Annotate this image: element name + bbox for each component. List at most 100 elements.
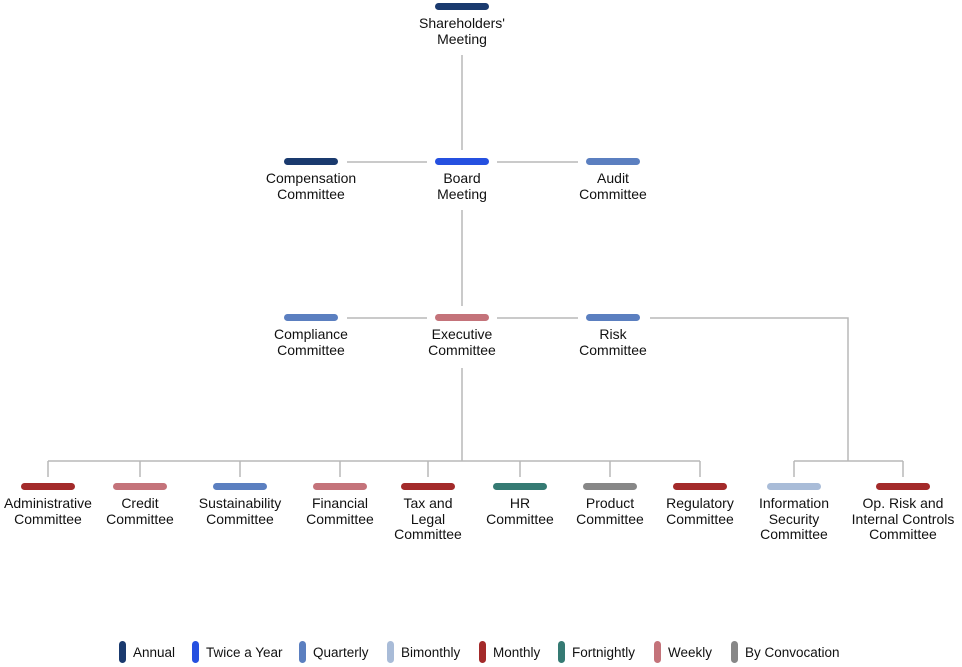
legend-label: By Convocation xyxy=(745,644,840,660)
node-label-line: Tax and xyxy=(403,495,453,511)
legend-item-fortnightly: Fortnightly xyxy=(558,641,635,663)
frequency-pill xyxy=(284,158,338,165)
legend-item-quarterly: Quarterly xyxy=(299,641,369,663)
node-label-line: Internal Controls xyxy=(851,510,955,527)
node-label-line: Committee xyxy=(277,185,345,202)
legend: Annual Twice a Year Quarterly Bimonthly Mont… xyxy=(0,641,962,665)
node-label-line: Committee xyxy=(206,510,274,527)
legend-item-bimonthly: Bimonthly xyxy=(387,641,460,663)
legend-label: Weekly xyxy=(668,644,713,660)
legend-label: Twice a Year xyxy=(206,644,283,660)
legend-swatch xyxy=(387,641,394,663)
node-label-line: Committee xyxy=(579,185,647,202)
node-label-line: Audit xyxy=(597,170,629,186)
frequency-pill xyxy=(876,483,930,490)
frequency-pill xyxy=(113,483,167,490)
frequency-pill xyxy=(313,483,367,490)
node-label-line: Product xyxy=(585,495,635,511)
node-label-line: Shareholders' xyxy=(419,15,505,31)
frequency-pill xyxy=(586,314,640,321)
node-label-line: Committee xyxy=(428,341,496,358)
node-label-line: Meeting xyxy=(437,185,487,202)
legend-label: Monthly xyxy=(493,644,541,660)
node-label-line: Risk xyxy=(599,326,627,342)
frequency-pill xyxy=(493,483,547,490)
frequency-pill xyxy=(401,483,455,490)
legend-item-monthly: Monthly xyxy=(479,641,540,663)
node-label-line: Committee xyxy=(14,510,82,527)
legend-swatch xyxy=(119,641,126,663)
node-label-line: Security xyxy=(768,510,820,527)
node-label-line: Committee xyxy=(760,526,828,542)
node-label-line: Compliance xyxy=(274,326,348,342)
node-label-line: Committee xyxy=(277,341,345,358)
node-label-line: Board xyxy=(443,170,481,186)
connector-risk-bus xyxy=(650,317,849,461)
legend-swatch xyxy=(558,641,565,663)
node-label-line: Op. Risk and xyxy=(862,495,944,511)
node-label-line: Compensation xyxy=(265,170,357,186)
node-label-line: Meeting xyxy=(437,30,487,47)
legend-swatch xyxy=(654,641,661,663)
frequency-pill xyxy=(435,314,489,321)
legend-item-convocation: By Convocation xyxy=(731,641,840,663)
frequency-pill xyxy=(213,483,267,490)
node-label-line: Regulatory xyxy=(666,495,734,511)
legend-item-weekly: Weekly xyxy=(654,641,712,663)
node-label-line: Committee xyxy=(576,510,644,527)
frequency-pill xyxy=(284,314,338,321)
node-label-line: Executive xyxy=(431,326,493,342)
node-label-line: Sustainability xyxy=(198,495,282,511)
legend-label: Annual xyxy=(133,644,176,660)
node-label-line: Credit xyxy=(121,495,159,511)
node-label-line: Legal xyxy=(410,510,446,527)
node-label: Shareholders'Meeting xyxy=(402,15,522,47)
legend-label: Fortnightly xyxy=(572,644,636,660)
legend-item-twice: Twice a Year xyxy=(192,641,283,663)
frequency-pill xyxy=(435,3,489,10)
legend-item-annual: Annual xyxy=(119,641,175,663)
frequency-pill xyxy=(435,158,489,165)
frequency-pill xyxy=(586,158,640,165)
legend-label: Quarterly xyxy=(313,644,369,660)
node-label-line: Committee xyxy=(394,526,462,542)
frequency-pill xyxy=(583,483,637,490)
node-label-line: Committee xyxy=(579,341,647,358)
frequency-pill xyxy=(21,483,75,490)
node-label-line: Committee xyxy=(869,526,937,542)
legend-swatch xyxy=(479,641,486,663)
node-label-line: Committee xyxy=(486,510,554,527)
node-shareholders: Shareholders'Meeting xyxy=(402,3,522,47)
legend-swatch xyxy=(731,641,738,663)
node-label-line: Administrative xyxy=(4,495,92,511)
legend-swatch xyxy=(192,641,199,663)
node-label-line: Financial xyxy=(311,495,369,511)
node-label-line: Committee xyxy=(306,510,374,527)
